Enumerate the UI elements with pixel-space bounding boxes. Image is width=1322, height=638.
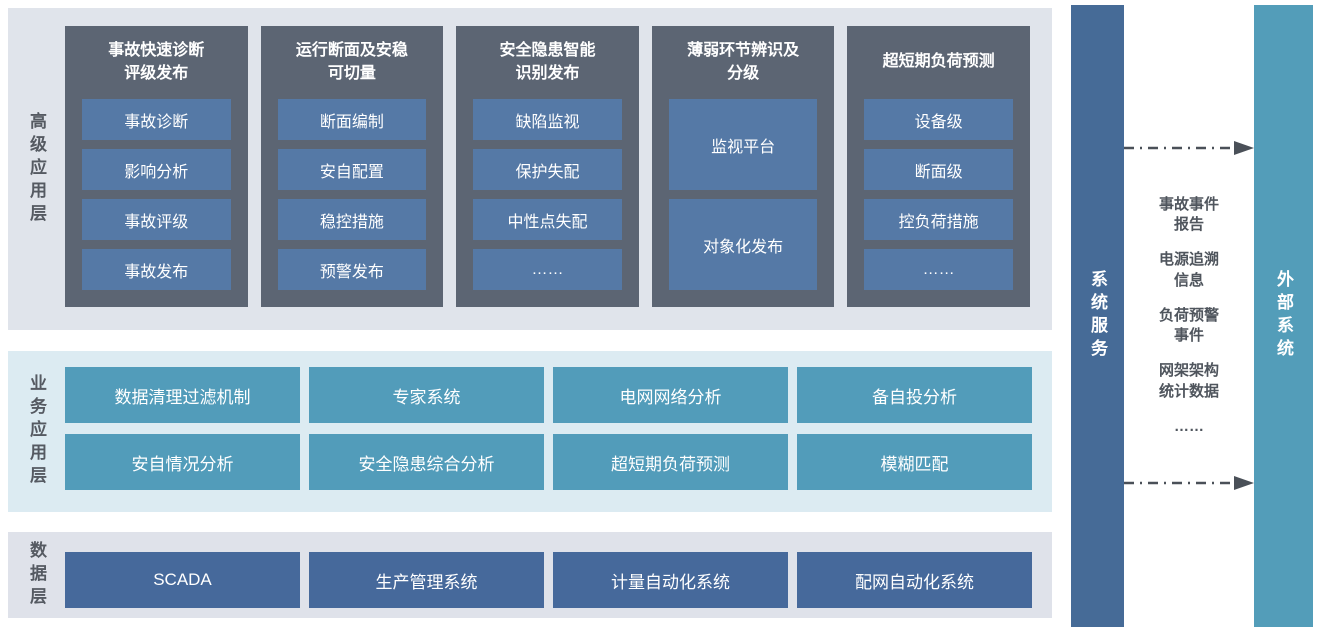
advanced-application-layer: 高级应用层 事故快速诊断 评级发布 事故诊断 影响分析 事故评级 事故发布 运行… (8, 8, 1052, 330)
app-column-items: 监视平台 对象化发布 (668, 99, 818, 290)
exchange-zone: 事故事件 报告 电源追溯 信息 负荷预警 事件 网架架构 统计数据 …… (1124, 5, 1254, 627)
data-source-box: 计量自动化系统 (553, 552, 788, 608)
business-box: 模糊匹配 (797, 434, 1032, 490)
business-box: 专家系统 (309, 367, 544, 423)
app-item: 保护失配 (473, 149, 622, 190)
app-item: 设备级 (864, 99, 1013, 140)
external-system-bar: 外部系统 (1254, 5, 1313, 627)
business-box: 超短期负荷预测 (553, 434, 788, 490)
exchange-item: 网架架构 统计数据 (1158, 362, 1219, 400)
data-grid: SCADA 生产管理系统 计量自动化系统 配网自动化系统 (65, 532, 1052, 618)
data-source-box: 生产管理系统 (309, 552, 544, 608)
exchange-item: …… (1174, 417, 1204, 435)
app-item: 断面级 (864, 149, 1013, 190)
app-item: 事故诊断 (82, 99, 231, 140)
app-column-accident-diagnosis: 事故快速诊断 评级发布 事故诊断 影响分析 事故评级 事故发布 (65, 26, 248, 307)
app-column-operation-section: 运行断面及安稳 可切量 断面编制 安自配置 稳控措施 预警发布 (260, 26, 444, 307)
business-box: 安全隐患综合分析 (309, 434, 544, 490)
app-item: 安自配置 (277, 149, 427, 190)
app-column-title: 事故快速诊断 评级发布 (108, 42, 205, 82)
business-box: 数据清理过滤机制 (65, 367, 300, 423)
exchange-item: 事故事件 报告 (1158, 195, 1219, 234)
business-layer-label: 业务应用层 (27, 374, 46, 489)
business-grid: 数据清理过滤机制 专家系统 电网网络分析 备自投分析 安自情况分析 安全隐患综合… (65, 351, 1052, 512)
data-flow-arrow-icon (1124, 141, 1254, 155)
app-item: 监视平台 (668, 99, 818, 190)
app-column-weak-link: 薄弱环节辨识及 分级 监视平台 对象化发布 (651, 26, 835, 307)
app-item: 稳控措施 (277, 199, 427, 240)
data-layer: 数据层 SCADA 生产管理系统 计量自动化系统 配网自动化系统 (8, 532, 1052, 618)
app-column-title: 安全隐患智能 识别发布 (499, 42, 596, 82)
app-item: …… (473, 249, 622, 290)
data-flow-arrow-icon (1124, 476, 1254, 490)
app-column-title: 薄弱环节辨识及 分级 (687, 42, 800, 82)
system-service-bar: 系统服务 (1071, 5, 1124, 627)
app-column-items: 缺陷监视 保护失配 中性点失配 …… (473, 99, 622, 290)
business-box: 安自情况分析 (65, 434, 300, 490)
app-column-hidden-danger: 安全隐患智能 识别发布 缺陷监视 保护失配 中性点失配 …… (456, 26, 639, 307)
app-item: 影响分析 (82, 149, 231, 190)
data-source-box: 配网自动化系统 (797, 552, 1032, 608)
app-item: 事故发布 (82, 249, 231, 290)
app-column-title: 超短期负荷预测 (882, 53, 995, 71)
app-column-items: 事故诊断 影响分析 事故评级 事故发布 (82, 99, 231, 290)
business-box: 备自投分析 (797, 367, 1032, 423)
business-application-layer: 业务应用层 数据清理过滤机制 专家系统 电网网络分析 备自投分析 安自情况分析 … (8, 351, 1052, 512)
app-item: 对象化发布 (668, 199, 818, 290)
app-column-items: 断面编制 安自配置 稳控措施 预警发布 (277, 99, 427, 290)
app-column-items: 设备级 断面级 控负荷措施 …… (864, 99, 1013, 290)
app-item: 缺陷监视 (473, 99, 622, 140)
app-item: …… (864, 249, 1013, 290)
app-item: 控负荷措施 (864, 199, 1013, 240)
advanced-columns: 事故快速诊断 评级发布 事故诊断 影响分析 事故评级 事故发布 运行断面及安稳 … (65, 8, 1052, 330)
app-column-load-forecast: 超短期负荷预测 设备级 断面级 控负荷措施 …… (847, 26, 1030, 307)
advanced-layer-label: 高级应用层 (27, 111, 46, 227)
app-item: 断面编制 (277, 99, 427, 140)
business-box: 电网网络分析 (553, 367, 788, 423)
app-column-title: 运行断面及安稳 可切量 (295, 42, 408, 82)
exchange-item-list: 事故事件 报告 电源追溯 信息 负荷预警 事件 网架架构 统计数据 …… (1124, 165, 1254, 467)
exchange-item: 负荷预警 事件 (1158, 306, 1219, 345)
exchange-item: 电源追溯 信息 (1158, 251, 1219, 289)
app-item: 预警发布 (277, 249, 427, 290)
data-source-box: SCADA (65, 552, 300, 608)
app-item: 中性点失配 (473, 199, 622, 240)
app-item: 事故评级 (82, 199, 231, 240)
data-layer-label: 数据层 (27, 540, 46, 610)
